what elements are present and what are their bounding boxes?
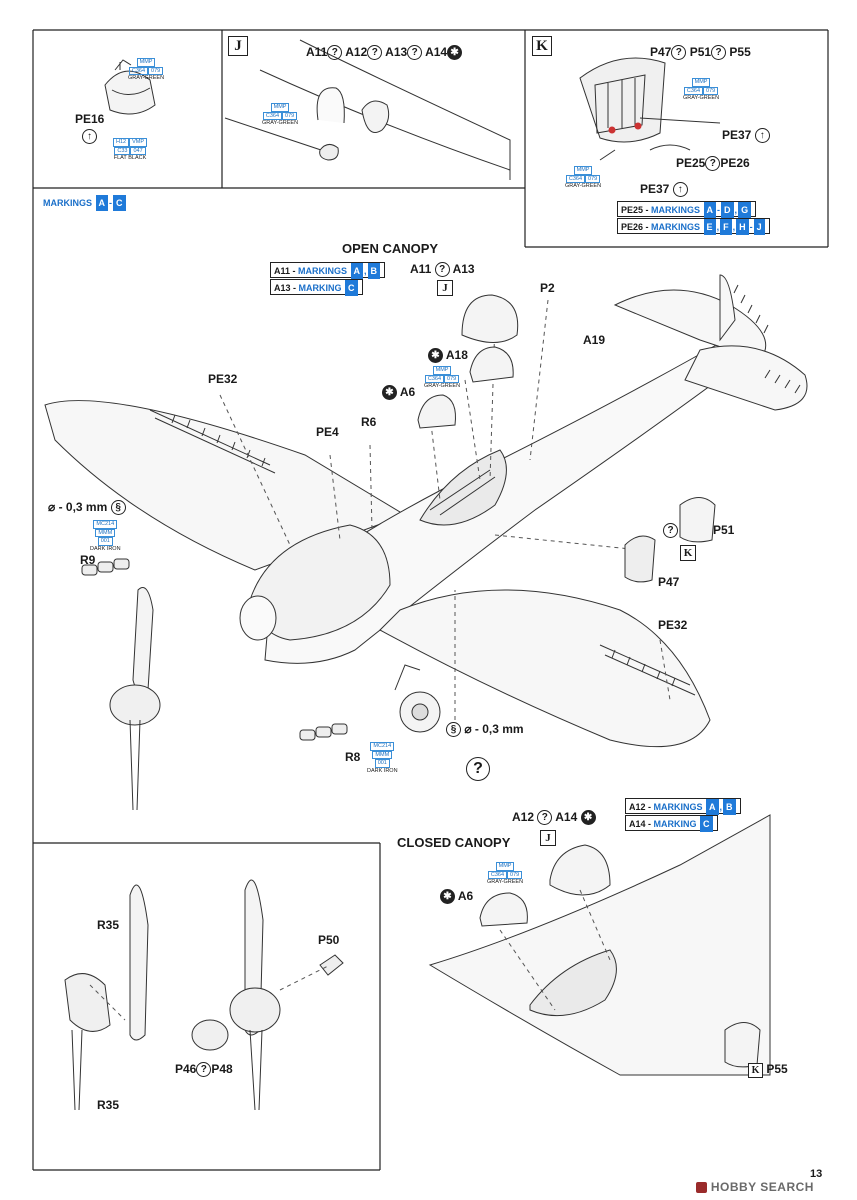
- page-number: 13: [810, 1168, 823, 1180]
- r35-label-a: R35: [97, 918, 120, 932]
- a11-markings-box: A11 - MARKINGS A,B: [270, 262, 386, 279]
- drill-note-2: § ⌀ - 0,3 mm: [446, 722, 524, 738]
- k-ref-1: K: [680, 545, 696, 561]
- a13-markings-box: A13 - MARKING C: [270, 279, 363, 296]
- panel-k-parts: P47? P51? P55: [650, 45, 751, 61]
- p46-p48-label: P46?P48: [175, 1062, 233, 1078]
- panel-k-drawing: [579, 57, 721, 161]
- watermark-logo-icon: [696, 1182, 707, 1194]
- pe16-part-drawing: [104, 59, 156, 115]
- j-ref-1: J: [437, 280, 453, 296]
- a6-label: ✱ A6: [382, 385, 415, 401]
- pe26-markings-box: PE26 - MARKINGS E,F,H-J: [617, 218, 770, 235]
- panel-k-letter: K: [532, 36, 552, 56]
- p50-label: P50: [318, 933, 340, 947]
- bend-symbol-icon: ↑: [82, 128, 97, 146]
- a6-label-b: ✱ A6: [440, 889, 473, 905]
- k-ref-2: K: [748, 1063, 763, 1078]
- pe25-markings-box: PE25 - MARKINGS A-D,G: [617, 201, 757, 218]
- a12-a14-label: A12 ? A14 ✱: [512, 810, 596, 826]
- a11-a13-label: A11 ? A13: [410, 262, 475, 278]
- panel-j-drawing: [224, 39, 511, 180]
- prop-assembly-drawing: [64, 879, 344, 1111]
- question-mark-icon: ?: [466, 757, 490, 781]
- r8-label: R8: [345, 750, 361, 764]
- pe32-label-b: PE32: [658, 618, 688, 632]
- r9-label: R9: [80, 553, 96, 567]
- closed-canopy-drawing: [428, 814, 771, 1076]
- a14-markings-box: A14 - MARKING C: [625, 815, 718, 832]
- r8-color-callout: MC214 MMM 001 DARK IRON: [367, 742, 398, 774]
- pe16-label: PE16: [75, 112, 105, 126]
- j-ref-2: J: [540, 830, 556, 846]
- drill-note-1: ⌀ - 0,3 mm §: [48, 500, 126, 516]
- pe32-label-a: PE32: [208, 372, 238, 386]
- open-canopy-title: OPEN CANOPY: [342, 241, 439, 256]
- closed-canopy-title: CLOSED CANOPY: [397, 835, 511, 850]
- a19-label: A19: [583, 333, 606, 347]
- r6-label: R6: [361, 415, 377, 429]
- p2-label: P2: [540, 281, 555, 295]
- r9-color-callout: MC214 MMM 001 DARK IRON: [90, 520, 121, 552]
- watermark: HOBBY SEARCH: [696, 1180, 814, 1194]
- help-symbol-icon: ?: [663, 522, 678, 540]
- r35-label-b: R35: [97, 1098, 120, 1112]
- spitfire-main: [44, 274, 808, 811]
- panel-j-parts: A11? A12? A13? A14✱: [306, 45, 463, 61]
- a18-label: ✱ A18: [428, 348, 468, 364]
- p51-label: P51: [713, 523, 735, 537]
- a12-markings-box: A12 - MARKINGS A,B: [625, 798, 741, 815]
- p55-label: K P55: [748, 1062, 788, 1078]
- pe25-pe26-label: PE25?PE26: [676, 156, 750, 172]
- markings-header: MARKINGS A-C: [40, 195, 130, 211]
- panel-j-letter: J: [228, 36, 248, 56]
- pe37-label-b: PE37 ↑: [640, 182, 688, 198]
- pe37-label-a: PE37 ↑: [722, 128, 770, 144]
- pe4-label: PE4: [316, 425, 339, 439]
- p47-label: P47: [658, 575, 680, 589]
